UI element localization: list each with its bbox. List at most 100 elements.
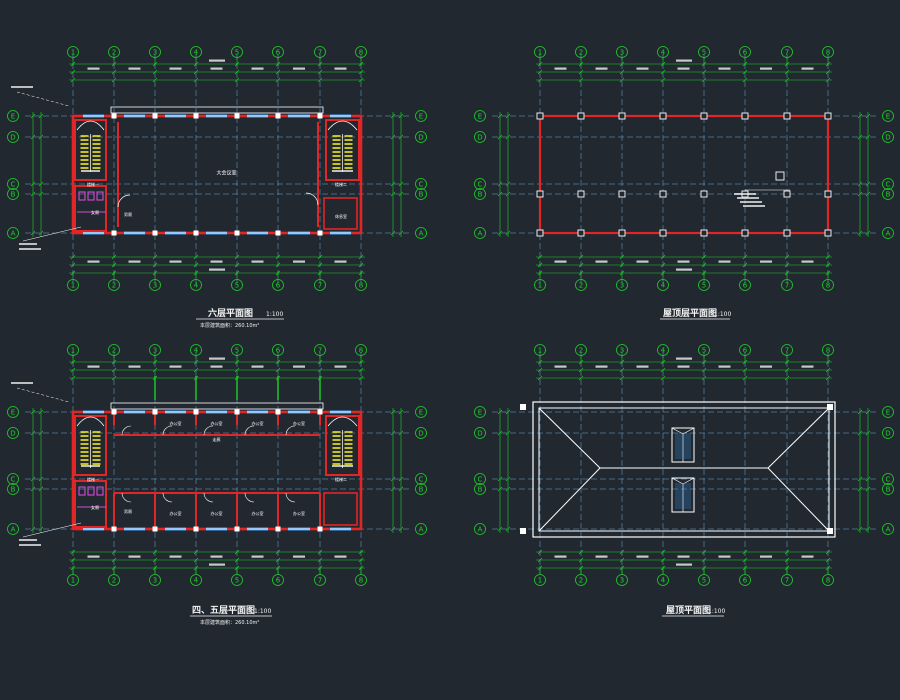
axis-bubble-C — [474, 473, 486, 485]
dimension-tick — [234, 77, 240, 83]
axis-bubble-D — [474, 131, 486, 143]
axis-bubble-8 — [355, 344, 367, 356]
dimension-tick — [317, 557, 323, 563]
axis-bubble-6 — [272, 279, 284, 291]
dimension-text — [209, 357, 225, 360]
axis-bubble-label-C: C — [11, 181, 16, 189]
column — [824, 190, 832, 198]
toilet-fixture — [78, 486, 86, 496]
column — [536, 229, 544, 237]
dimension-text — [554, 365, 567, 368]
axis-bubble-label-1: 1 — [71, 49, 75, 57]
dimension-tick — [275, 262, 281, 268]
dimension-tick — [398, 526, 404, 532]
dimension-tick — [111, 367, 117, 373]
roof-beam-outline — [538, 114, 830, 235]
roof-hip-line — [538, 407, 601, 469]
dimension-tick — [358, 557, 364, 563]
axis-bubble-label-D: D — [418, 134, 423, 142]
room-wall — [323, 492, 358, 526]
axis-bubble-label-3: 3 — [153, 347, 157, 355]
downpipe — [827, 528, 833, 534]
axis-bubble-3 — [149, 46, 161, 58]
dimension-tick — [358, 262, 364, 268]
column — [700, 112, 708, 120]
dimension-text — [677, 555, 690, 558]
dimension-tick — [358, 69, 364, 75]
axis-bubble-7 — [314, 279, 326, 291]
note-text — [19, 243, 37, 245]
dimension-text — [595, 555, 608, 558]
axis-bubble-label-3: 3 — [620, 49, 624, 57]
dimension-tick — [398, 181, 404, 187]
dimension-tick — [317, 367, 323, 373]
dimension-tick — [390, 134, 396, 140]
window-sash — [165, 528, 186, 530]
axis-bubble-label-E: E — [886, 409, 890, 417]
column — [741, 112, 749, 120]
room-label: 楼梯二 — [335, 181, 347, 187]
dimension-tick — [505, 486, 511, 492]
plan-subtitle-text: 本层建筑面积：260.10m² — [200, 322, 259, 329]
balcony-rail — [110, 402, 324, 410]
dimension-tick — [825, 549, 831, 555]
axis-bubble-label-B: B — [886, 486, 891, 494]
axis-bubble-C — [415, 473, 427, 485]
axis-bubble-C — [882, 473, 894, 485]
axis-bubble-2 — [575, 574, 587, 586]
annotation-text — [737, 197, 759, 199]
column — [193, 113, 199, 119]
dimension-tick — [497, 476, 503, 482]
dimension-tick — [865, 113, 871, 119]
dimension-tick — [275, 367, 281, 373]
column — [193, 230, 199, 236]
axis-bubble-D — [882, 427, 894, 439]
dimension-text — [209, 563, 225, 566]
dimension-tick — [30, 181, 36, 187]
room-label: 女厕 — [91, 504, 99, 510]
dimension-text — [293, 555, 305, 558]
dimension-tick — [537, 557, 543, 563]
axis-bubble-label-D: D — [885, 430, 890, 438]
toilet-wall — [74, 480, 107, 528]
downpipe — [520, 404, 526, 410]
window-sash — [288, 528, 310, 530]
dimension-tick — [660, 262, 666, 268]
dimension-tick — [742, 262, 748, 268]
dimension-tick — [784, 557, 790, 563]
toilet-fixture — [87, 486, 95, 496]
axis-bubble-3 — [616, 279, 628, 291]
dimension-tick — [38, 526, 44, 532]
dimension-text — [251, 260, 264, 263]
axis-bubble-D — [7, 427, 19, 439]
downpipe — [520, 528, 526, 534]
dimension-tick — [152, 367, 158, 373]
roof-hip-line — [538, 467, 601, 532]
axis-bubble-label-D: D — [10, 430, 15, 438]
room-label: 办公室 — [170, 510, 182, 516]
column — [618, 190, 626, 198]
axis-bubble-label-5: 5 — [235, 282, 239, 290]
axis-bubble-4 — [190, 574, 202, 586]
axis-bubble-label-E: E — [886, 113, 890, 121]
dimension-tick — [38, 113, 44, 119]
dimension-tick — [390, 526, 396, 532]
roof-eave-inner — [538, 407, 830, 532]
axis-bubble-D — [415, 427, 427, 439]
axis-bubble-label-3: 3 — [153, 577, 157, 585]
axis-bubble-label-8: 8 — [359, 49, 363, 57]
axis-bubble-label-C: C — [11, 476, 16, 484]
dimension-tick — [825, 77, 831, 83]
dimension-tick — [784, 254, 790, 260]
axis-bubble-label-6: 6 — [743, 347, 748, 355]
plan-scale-text: 1:100 — [708, 608, 725, 615]
dimension-tick — [784, 549, 790, 555]
dimension-tick — [742, 254, 748, 260]
axis-bubble-label-4: 4 — [194, 347, 199, 355]
dimension-tick — [38, 134, 44, 140]
dimension-tick — [152, 69, 158, 75]
dimension-tick — [497, 526, 503, 532]
column — [824, 229, 832, 237]
column — [618, 229, 626, 237]
